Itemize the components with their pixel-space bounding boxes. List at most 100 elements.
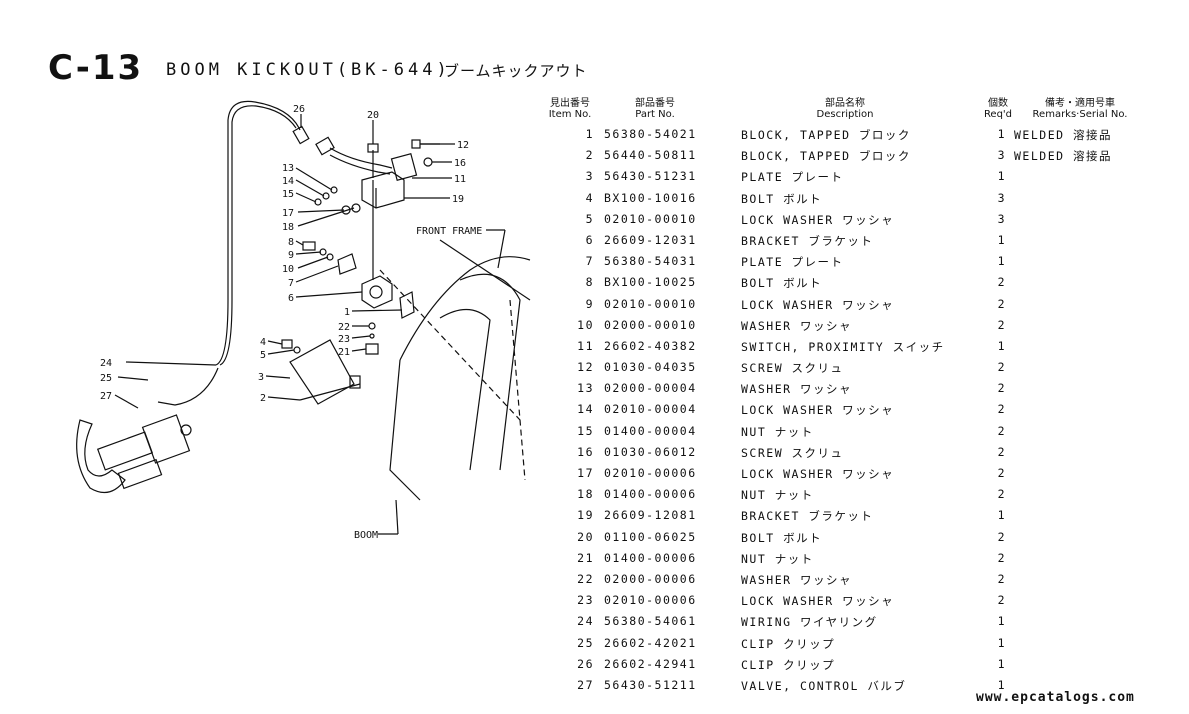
item-number: 24: [577, 614, 594, 629]
part-description: BOLT ボルト: [741, 276, 823, 291]
callout-12: 12: [457, 140, 469, 151]
part-description: SCREW スクリュ: [741, 445, 844, 460]
item-number: 3: [585, 169, 594, 184]
page-code: C-13: [48, 48, 144, 88]
part-description: BOLT ボルト: [741, 530, 823, 545]
callout-23: 23: [338, 334, 350, 345]
item-number: 20: [577, 529, 594, 544]
quantity: 1: [997, 677, 1006, 692]
quantity: 2: [997, 275, 1006, 290]
quantity: 2: [997, 317, 1006, 332]
part-description: BLOCK, TAPPED ブロック: [741, 128, 911, 142]
page-title: BOOM KICKOUT(BK-644): [166, 60, 451, 80]
callout-25: 25: [100, 373, 112, 384]
part-description: SCREW スクリュ: [741, 361, 844, 376]
callout-11: 11: [454, 174, 466, 185]
part-description: CLIP クリップ: [741, 657, 836, 672]
callout-17: 17: [282, 208, 294, 219]
quantity: 1: [997, 656, 1006, 671]
part-description: PLATE プレート: [741, 255, 844, 270]
callout-10: 10: [282, 264, 294, 275]
part-description: BRACKET ブラケット: [741, 509, 874, 524]
quantity: 2: [997, 593, 1006, 608]
callout-3: 3: [258, 372, 264, 383]
item-number: 22: [577, 571, 594, 586]
part-number: 26609-12081: [604, 508, 697, 523]
item-number: 9: [585, 296, 594, 311]
part-number: 26609-12031: [604, 232, 697, 247]
part-description: BOLT ボルト: [741, 191, 823, 206]
part-number: 02010-00004: [604, 402, 697, 417]
item-number: 13: [577, 381, 594, 396]
part-number: 01100-06025: [604, 529, 697, 544]
part-description: BLOCK, TAPPED ブロック: [741, 149, 911, 164]
part-number: 02000-00006: [604, 571, 697, 586]
quantity: 1: [997, 614, 1006, 629]
quantity: 1: [997, 254, 1006, 269]
quantity: 2: [997, 550, 1006, 565]
part-description: WASHER ワッシャ: [741, 382, 852, 397]
part-description: SWITCH, PROXIMITY スイッチ: [741, 339, 945, 354]
part-description: NUT ナット: [741, 424, 814, 439]
item-number: 10: [577, 317, 594, 332]
part-number: 56430-51231: [604, 169, 697, 184]
callout-8: 8: [288, 237, 294, 248]
quantity: 1: [997, 232, 1006, 247]
callout-16: 16: [454, 158, 466, 169]
part-number: 02000-00004: [604, 381, 697, 396]
wiring-harness: [215, 100, 301, 366]
item-number: 19: [577, 508, 594, 523]
part-number: 02010-00010: [604, 296, 697, 311]
quantity: 1: [997, 508, 1006, 523]
callout-4: 4: [260, 337, 266, 348]
table-row: 19 26609-12081 BRACKET ブラケット 1: [538, 508, 1138, 529]
remarks: WELDED 溶接品: [1014, 149, 1112, 164]
item-number: 11: [577, 338, 594, 353]
quantity: 2: [997, 360, 1006, 375]
callout-7: 7: [288, 278, 294, 289]
part-number: 56380-54021: [604, 127, 697, 141]
quantity: 2: [997, 381, 1006, 396]
quantity: 3: [997, 190, 1006, 205]
table-row: 15 01400-00004 NUT ナット 2: [538, 424, 1138, 445]
part-description: WASHER ワッシャ: [741, 318, 852, 333]
part-number: 01400-00004: [604, 423, 697, 438]
callout-5: 5: [260, 350, 266, 361]
callout-6: 6: [288, 293, 294, 304]
item-number: 16: [577, 444, 594, 459]
part-description: LOCK WASHER ワッシャ: [741, 297, 895, 312]
item-number: 15: [577, 423, 594, 438]
watermark: www.epcatalogs.com: [976, 690, 1135, 705]
item-number: 7: [585, 254, 594, 269]
callout-20: 20: [367, 110, 379, 121]
quantity: 2: [997, 296, 1006, 311]
part-description: PLATE プレート: [741, 170, 844, 185]
table-row: 13 02000-00004 WASHER ワッシャ 2: [538, 381, 1138, 402]
part-description: LOCK WASHER ワッシャ: [741, 467, 895, 481]
callout-26: 26: [293, 104, 305, 115]
diagram-callouts: 26 20 12 16 11 19 13 14 15 17 18 8 9 10 …: [100, 104, 482, 541]
quantity: 1: [997, 338, 1006, 353]
quantity: 2: [997, 423, 1006, 438]
callout-24: 24: [100, 358, 112, 369]
